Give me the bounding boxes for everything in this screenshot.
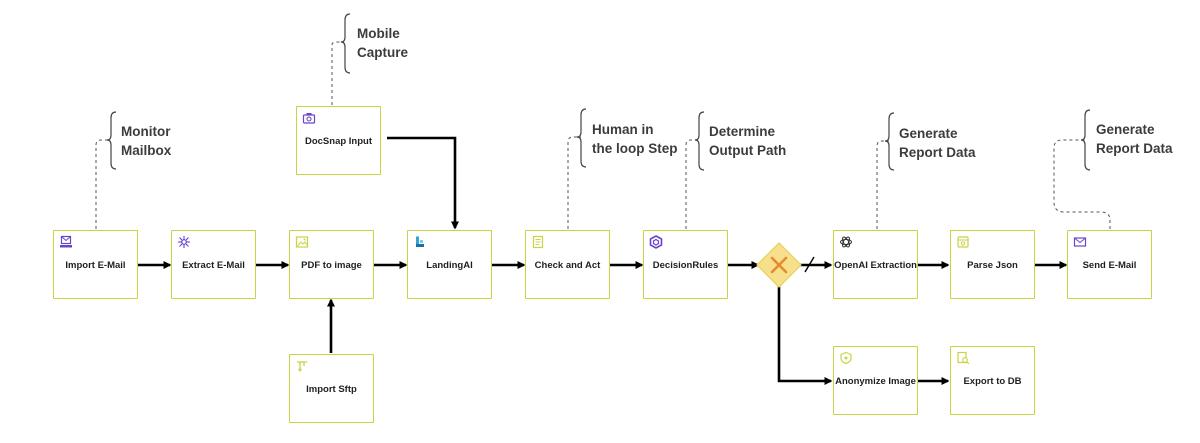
database-search-icon <box>957 351 970 365</box>
annotation-link-output-path <box>685 139 699 229</box>
exclusive-gateway[interactable] <box>756 242 802 288</box>
annotation-line: Generate <box>1096 122 1155 137</box>
flow-docsnap-to-landingai <box>387 136 459 230</box>
annotation-report-data-1: Generate Report Data <box>899 124 976 162</box>
hexagon-icon <box>649 235 663 249</box>
annotation-bracket-human-in-loop <box>576 108 587 168</box>
task-send-email[interactable]: Send E-Mail <box>1067 230 1152 299</box>
annotation-line: Output Path <box>709 143 787 158</box>
annotation-link-mobile-capture <box>331 41 344 105</box>
annotation-link-report-data-2 <box>1053 139 1111 229</box>
annotation-bracket-report-data-2 <box>1080 109 1091 171</box>
task-anonymize-image[interactable]: Anonymize Image <box>833 346 918 415</box>
annotation-human-in-loop: Human in the loop Step <box>592 120 678 158</box>
shield-icon <box>840 351 852 365</box>
task-label: Export to DB <box>963 376 1022 387</box>
task-openai-extraction[interactable]: OpenAI Extraction <box>833 230 918 299</box>
annotation-bracket-output-path <box>694 111 705 171</box>
annotation-link-report-data-1 <box>876 140 889 229</box>
task-label: Send E-Mail <box>1082 260 1137 271</box>
annotation-line: Capture <box>357 45 409 60</box>
task-label: DocSnap Input <box>304 136 373 147</box>
annotation-line: Generate <box>899 126 958 141</box>
task-extract-email[interactable]: Extract E-Mail <box>171 230 256 299</box>
annotation-line: Mobile <box>357 26 400 41</box>
task-check-and-act[interactable]: Check and Act <box>525 230 610 299</box>
task-decision-rules[interactable]: DecisionRules <box>643 230 728 299</box>
annotation-bracket-mobile-capture <box>340 13 351 74</box>
task-label: Parse Json <box>967 260 1018 271</box>
default-flow-marker <box>804 256 815 273</box>
annotation-line: Mailbox <box>121 143 172 158</box>
annotation-link-monitor-mailbox <box>95 139 111 229</box>
email-send-icon <box>1073 237 1087 247</box>
annotation-line: the loop Step <box>592 141 678 156</box>
annotation-bracket-monitor-mailbox <box>106 111 117 170</box>
task-label: Anonymize Image <box>835 376 916 387</box>
json-gear-icon <box>957 236 969 248</box>
annotation-output-path: Determine Output Path <box>709 122 786 160</box>
task-label: Import E-Mail <box>65 260 126 271</box>
annotation-monitor-mailbox: Monitor Mailbox <box>121 122 171 160</box>
task-label: Check and Act <box>534 260 601 271</box>
annotation-bracket-report-data-1 <box>884 112 895 171</box>
annotation-mobile-capture: Mobile Capture <box>357 24 408 62</box>
openai-logo-icon <box>840 236 852 248</box>
annotation-report-data-2: Generate Report Data <box>1096 120 1173 158</box>
email-scan-icon <box>60 235 72 248</box>
annotation-link-human-in-loop <box>567 136 581 229</box>
task-label: Extract E-Mail <box>182 260 245 271</box>
document-check-icon <box>532 235 544 249</box>
annotation-line: Report Data <box>899 145 976 160</box>
annotation-line: Monitor <box>121 124 171 139</box>
task-label: LandingAI <box>426 260 473 271</box>
flow-gateway-to-anonymize <box>777 286 833 385</box>
sftp-icon <box>297 361 307 372</box>
annotation-line: Report Data <box>1096 141 1173 156</box>
task-docsnap-input[interactable]: DocSnap Input <box>296 106 381 175</box>
task-parse-json[interactable]: Parse Json <box>950 230 1035 299</box>
annotation-line: Human in <box>592 122 654 137</box>
task-label: Import Sftp <box>306 384 357 395</box>
x-icon <box>770 256 788 274</box>
task-label: PDF to image <box>301 260 362 271</box>
image-convert-icon <box>295 236 309 248</box>
camera-icon <box>302 113 316 124</box>
task-landingai[interactable]: LandingAI <box>407 230 492 299</box>
task-export-to-db[interactable]: Export to DB <box>950 346 1035 415</box>
task-import-email[interactable]: Import E-Mail <box>53 230 138 299</box>
annotation-line: Determine <box>709 124 776 139</box>
task-pdf-to-image[interactable]: PDF to image <box>289 230 374 299</box>
network-hub-icon <box>178 236 190 248</box>
landingai-logo-icon <box>416 236 424 247</box>
task-label: DecisionRules <box>652 260 719 271</box>
task-import-sftp[interactable]: Import Sftp <box>289 354 374 423</box>
task-label: OpenAI Extraction <box>834 260 917 271</box>
